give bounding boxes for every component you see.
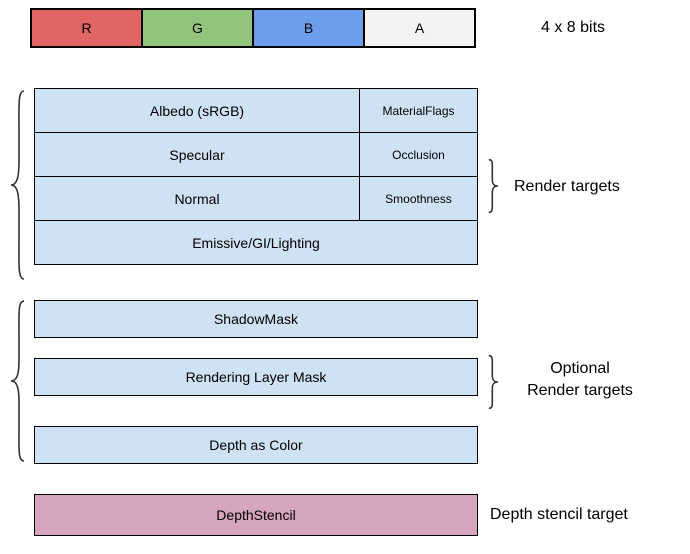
channel-cell-b: B bbox=[252, 10, 363, 46]
cell-smoothness: Smoothness bbox=[359, 177, 477, 220]
depthstencil-label: DepthStencil bbox=[216, 507, 296, 523]
channel-cell-r: R bbox=[32, 10, 141, 46]
box-rendering-layer-mask: Rendering Layer Mask bbox=[34, 358, 478, 396]
depth-as-color-label: Depth as Color bbox=[209, 437, 303, 453]
row-normal: Normal Smoothness bbox=[34, 176, 478, 221]
channel-bar: R G B A bbox=[30, 8, 476, 48]
box-depthstencil: DepthStencil bbox=[34, 494, 478, 536]
rendering-layer-mask-label: Rendering Layer Mask bbox=[185, 369, 327, 385]
shadowmask-label: ShadowMask bbox=[213, 311, 299, 327]
right-brace-render-targets bbox=[486, 158, 500, 214]
channel-cell-g: G bbox=[141, 10, 252, 46]
box-depth-as-color: Depth as Color bbox=[34, 426, 478, 464]
box-shadowmask: ShadowMask bbox=[34, 300, 478, 338]
cell-materialflags: MaterialFlags bbox=[359, 89, 477, 132]
optional-targets-label-line2: Render targets bbox=[527, 382, 633, 399]
row-albedo: Albedo (sRGB) MaterialFlags bbox=[34, 88, 478, 133]
bits-caption: 4 x 8 bits bbox=[541, 19, 606, 36]
cell-specular: Specular bbox=[169, 146, 225, 163]
row-specular: Specular Occlusion bbox=[34, 132, 478, 177]
channel-label-g: G bbox=[192, 20, 203, 36]
cell-emissive: Emissive/GI/Lighting bbox=[192, 234, 320, 251]
depth-stencil-target-label: Depth stencil target bbox=[490, 506, 628, 523]
row-emissive: Emissive/GI/Lighting bbox=[34, 220, 478, 265]
cell-occlusion: Occlusion bbox=[359, 133, 477, 176]
cell-normal: Normal bbox=[174, 190, 220, 207]
channel-label-r: R bbox=[81, 20, 92, 36]
left-brace-optional-targets bbox=[8, 296, 28, 466]
right-brace-optional-targets bbox=[486, 354, 500, 410]
render-targets-label: Render targets bbox=[514, 178, 620, 195]
channel-cell-a: A bbox=[363, 10, 474, 46]
cell-albedo: Albedo (sRGB) bbox=[149, 102, 245, 119]
channel-label-a: A bbox=[414, 20, 425, 36]
optional-targets-label: Optional Render targets bbox=[500, 358, 660, 402]
left-brace-render-targets bbox=[8, 85, 28, 285]
channel-label-b: B bbox=[303, 20, 314, 36]
render-targets-table: Albedo (sRGB) MaterialFlags Specular Occ… bbox=[34, 88, 478, 265]
optional-targets-label-line1: Optional bbox=[550, 360, 610, 377]
